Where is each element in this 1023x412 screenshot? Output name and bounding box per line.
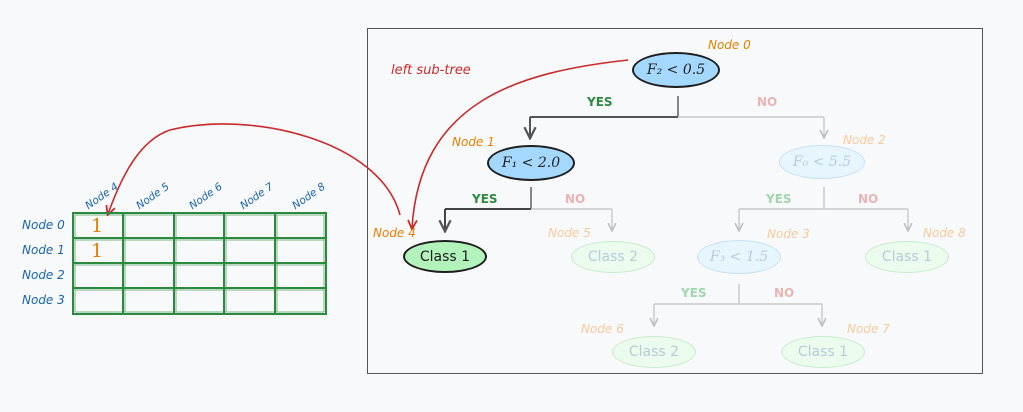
node7-label: Node 7: [847, 322, 890, 336]
split-node2: [739, 187, 908, 230]
node4-label: Node 4: [373, 226, 416, 240]
yes-label-node2: YES: [766, 192, 792, 206]
node3-condition: F₃ < 1.5: [697, 240, 781, 274]
left-subtree-label: left sub-tree: [391, 63, 471, 78]
node5-class: Class 2: [571, 241, 655, 273]
matrix-cell-node0-node4: 1: [91, 214, 104, 237]
node0-condition: F₂ < 0.5: [632, 52, 720, 88]
yes-label-node0: YES: [587, 95, 613, 109]
node5-label: Node 5: [548, 226, 591, 240]
no-label-node3: NO: [774, 286, 795, 300]
row-label-node2: Node 2: [22, 268, 65, 282]
row-label-node0: Node 0: [22, 218, 65, 232]
split-node0: [530, 96, 824, 137]
node2-label: Node 2: [843, 133, 886, 147]
matrix-grid: [72, 212, 327, 315]
no-label-node2: NO: [858, 192, 879, 206]
node6-class: Class 2: [612, 336, 696, 368]
row-label-node1: Node 1: [22, 243, 65, 257]
node6-label: Node 6: [581, 322, 624, 336]
split-node1: [445, 187, 612, 230]
node1-label: Node 1: [452, 135, 495, 149]
node4-class: Class 1: [403, 240, 487, 273]
matrix-cell-node1-node4: 1: [91, 239, 104, 262]
row-label-node3: Node 3: [22, 293, 65, 307]
node-matrix: 1 1: [72, 212, 327, 315]
node2-condition: F₀ < 5.5: [779, 145, 865, 179]
node7-class: Class 1: [781, 336, 865, 368]
node3-label: Node 3: [767, 227, 810, 241]
node8-label: Node 8: [923, 226, 966, 240]
leaf-to-table-arrow: [108, 123, 401, 215]
node1-condition: F₁ < 2.0: [487, 145, 575, 181]
no-label-node0: NO: [757, 95, 778, 109]
left-subtree-arrow: [412, 59, 629, 228]
node0-label: Node 0: [708, 38, 751, 52]
yes-label-node3: YES: [681, 286, 707, 300]
node8-class: Class 1: [865, 241, 949, 273]
split-node3: [654, 284, 822, 325]
yes-label-node1: YES: [472, 192, 498, 206]
no-label-node1: NO: [565, 192, 586, 206]
